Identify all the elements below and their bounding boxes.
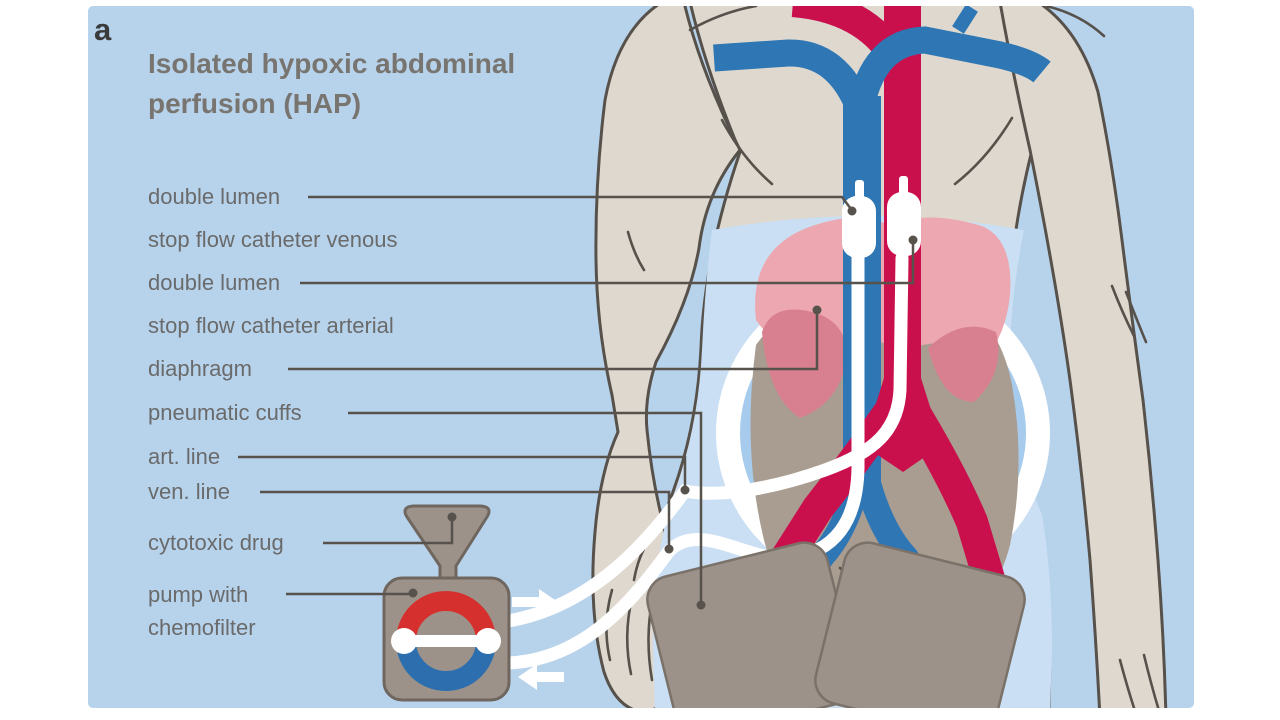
leader-lines <box>238 195 915 602</box>
leader-pneumatic-cuffs <box>348 411 703 602</box>
leader-art-line <box>238 455 687 487</box>
right-chest-crease <box>953 116 1014 186</box>
right-neck-line <box>1044 6 1106 38</box>
dot-venous-balloon <box>847 206 857 216</box>
dot-pump <box>408 588 418 598</box>
label-art-line: art. line <box>148 444 221 469</box>
panel-letter: a <box>94 12 112 47</box>
arterial-line-tube <box>501 251 909 628</box>
left-neck-line <box>688 6 758 32</box>
pump-device <box>382 504 564 702</box>
label-double-lumen-venous-line1: double lumen <box>148 184 281 209</box>
figure-title-line2: perfusion (HAP) <box>148 88 362 119</box>
figure-title: Isolated hypoxic abdominal perfusion (HA… <box>148 44 515 124</box>
label-pump-line2: chemofilter <box>148 615 256 640</box>
right-arm <box>998 6 1168 708</box>
pneumatic-cuffs <box>646 541 1026 708</box>
dot-pneumatic-cuff <box>696 600 706 610</box>
label-pump-line1: pump with <box>148 582 249 607</box>
label-double-lumen-arterial-line2: stop flow catheter arterial <box>148 313 394 338</box>
label-ven-line: ven. line <box>148 479 230 504</box>
leader-double-lumen-venous <box>308 195 852 210</box>
label-cytotoxic-drug: cytotoxic drug <box>148 530 284 555</box>
right-hand-line-1 <box>1118 658 1138 708</box>
label-double-lumen-arterial-line1: double lumen <box>148 270 281 295</box>
dot-cytotoxic-drug <box>447 512 457 522</box>
arterial-balloon <box>887 192 921 256</box>
right-pneumatic-cuff <box>814 541 1026 708</box>
leader-dots <box>408 206 918 610</box>
dot-ven-line <box>664 544 674 554</box>
venous-line-tube <box>501 251 865 670</box>
flow-arrow-right-icon <box>512 589 558 615</box>
leader-cytotoxic-drug <box>323 520 454 545</box>
leader-ven-line <box>260 490 671 546</box>
label-pneumatic-cuffs: pneumatic cuffs <box>148 400 302 425</box>
dot-diaphragm <box>812 305 822 315</box>
label-double-lumen-venous-line2: stop flow catheter venous <box>148 227 398 252</box>
leader-double-lumen-arterial <box>300 243 915 285</box>
pump-rotor-icon <box>391 591 501 691</box>
right-elbow-crease-2 <box>1124 290 1148 344</box>
right-hand-line-2 <box>1142 653 1162 708</box>
diaphragm-lobe-left <box>762 309 847 418</box>
label-diaphragm: diaphragm <box>148 356 252 381</box>
left-chest-crease <box>720 118 774 186</box>
diaphragm-lobe-right <box>928 326 999 402</box>
flow-arrow-left-icon <box>518 664 564 690</box>
left-elbow-crease <box>626 230 646 272</box>
right-elbow-crease-1 <box>1110 284 1136 338</box>
figure-title-line1: Isolated hypoxic abdominal <box>148 48 516 79</box>
dot-art-line <box>680 485 690 495</box>
leader-diaphragm <box>288 313 819 371</box>
dot-arterial-balloon <box>908 235 918 245</box>
